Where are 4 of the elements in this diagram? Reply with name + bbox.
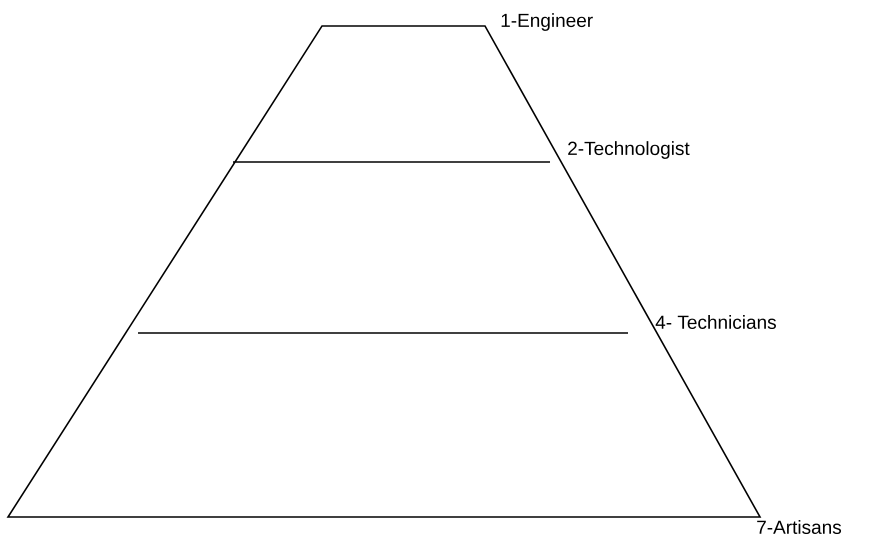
level-label: 2-Technologist [568,141,690,159]
level-label: 1-Engineer [502,13,593,31]
level-label: 7-Artisans [757,520,842,534]
level-label: 4- Technicians [656,315,776,329]
